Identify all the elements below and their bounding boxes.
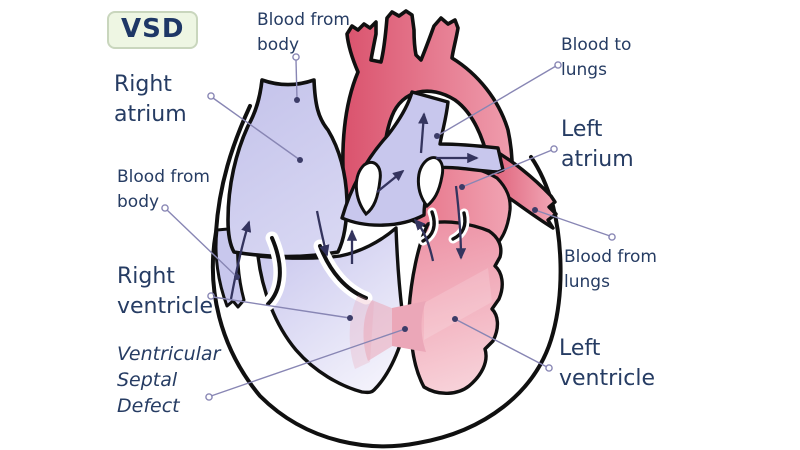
leader-curl	[545, 364, 553, 372]
leader-line	[295, 59, 298, 100]
leader-line	[210, 328, 406, 397]
label-left-atrium: Left atrium	[561, 117, 634, 172]
leader-dot	[234, 274, 240, 280]
leader-line	[534, 209, 611, 237]
leader-dot	[297, 157, 303, 163]
flow-arrow-ra-to-rv	[315, 210, 330, 257]
blood-flow-arrows	[229, 112, 479, 300]
leader-curl	[608, 233, 616, 241]
leader-curl	[207, 92, 215, 100]
flow-arrow-pa-up	[418, 112, 429, 154]
leader-curl	[292, 53, 300, 61]
leader-curl	[207, 292, 215, 300]
leader-lines	[161, 53, 616, 401]
label-blood-from-body-top: Blood from body	[257, 10, 350, 55]
leader-curl	[554, 61, 562, 69]
vsd-jet-crossing	[392, 301, 426, 352]
mitral-valve-leaflet	[421, 210, 436, 243]
leader-line	[212, 296, 351, 319]
label-ventricular-septal-defect: Ventricular Septal Defect	[117, 343, 221, 417]
leader-dot	[452, 316, 458, 322]
pulmonary-artery	[340, 90, 505, 227]
tricuspid-valve-leaflet	[266, 236, 282, 306]
leader-line	[166, 209, 238, 278]
aorta-arch	[341, 9, 515, 214]
leader-dot	[532, 207, 538, 213]
flow-arrow-ivc-up	[229, 220, 252, 300]
leader-dot	[294, 97, 300, 103]
leader-dot	[347, 315, 353, 321]
mitral-valve-leaflet	[451, 211, 467, 241]
label-left-ventricle: Left ventricle	[559, 336, 656, 391]
leader-dot	[459, 184, 465, 190]
label-right-atrium: Right atrium	[114, 72, 187, 127]
vsd-jet-fan-outer	[349, 295, 374, 369]
flow-arrow-lv-to-aorta	[413, 218, 435, 262]
aortic-valve	[416, 156, 445, 209]
label-blood-from-body-left: Blood from body	[117, 167, 210, 212]
vsd-streak	[424, 268, 492, 340]
leader-curl	[161, 204, 169, 212]
label-blood-from-lungs: Blood from lungs	[564, 247, 657, 292]
leader-line	[436, 65, 557, 137]
leader-dot	[434, 133, 440, 139]
label-blood-to-lungs: Blood to lungs	[561, 35, 632, 80]
leader-line	[461, 149, 553, 188]
leader-curl	[205, 393, 213, 401]
flow-arrow-la-to-lv	[454, 185, 467, 260]
label-right-ventricle: Right ventricle	[117, 264, 214, 319]
leader-line	[212, 97, 301, 161]
leader-line	[454, 318, 548, 368]
pulmonary-valve	[354, 160, 382, 217]
leader-dots	[234, 97, 538, 332]
flow-arrow-rv-outflow	[376, 169, 405, 193]
leader-curl	[550, 145, 558, 153]
vsd-jet-fan	[363, 300, 394, 361]
vsd-title-badge: VSD	[107, 11, 199, 49]
leader-dot	[402, 326, 408, 332]
